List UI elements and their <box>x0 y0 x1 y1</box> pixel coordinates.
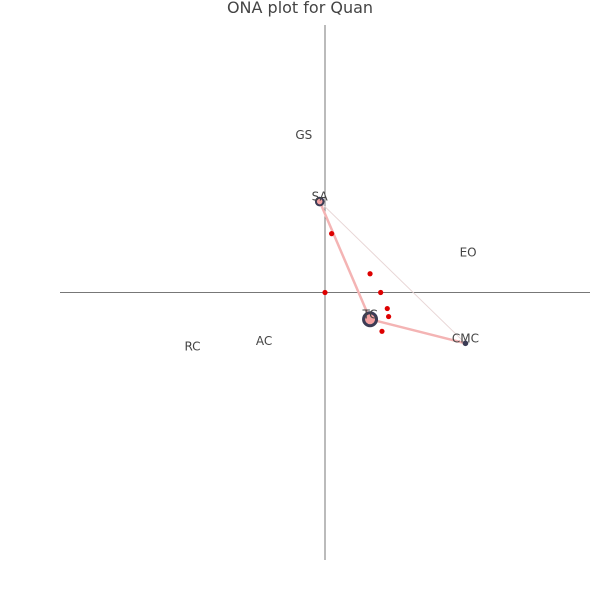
data-point <box>386 313 392 320</box>
data-point <box>322 289 328 296</box>
data-point <box>367 271 373 277</box>
edge-sa-tc <box>318 200 372 321</box>
network-nodes: GS SA EO TC CMC AC RC <box>184 128 479 353</box>
node-label-cmc: CMC <box>452 331 479 345</box>
data-point <box>379 328 385 334</box>
node-marker-cmc <box>462 340 469 347</box>
chart-title: ONA plot for Quan <box>227 0 373 17</box>
node-label-ac: AC <box>256 334 272 348</box>
plotted-points <box>322 231 392 334</box>
node-marker-sa <box>314 196 325 207</box>
node-label-sa: SA <box>312 190 329 204</box>
node-label-eo: EO <box>460 246 477 260</box>
edge-tc-cmc <box>368 318 467 345</box>
data-point <box>378 289 384 296</box>
node-marker-tc <box>362 311 379 328</box>
node-label-gs: GS <box>295 128 312 142</box>
data-point <box>329 231 335 237</box>
data-point <box>384 305 390 312</box>
edge-sa-cmc <box>319 201 466 344</box>
node-label-rc: RC <box>184 339 200 353</box>
node-label-tc: TC <box>362 307 378 321</box>
network-edges <box>318 200 467 345</box>
